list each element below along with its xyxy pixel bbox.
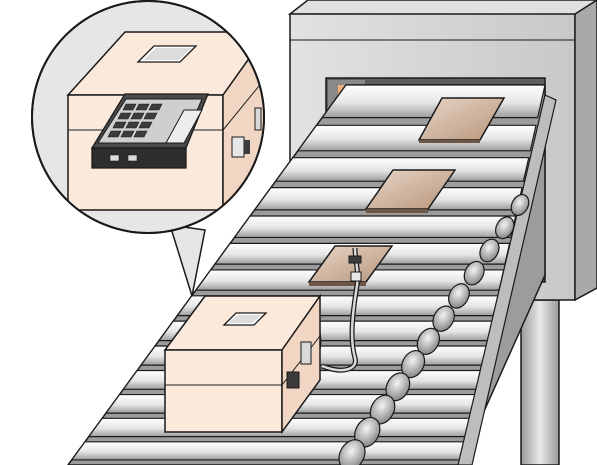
logger-port-right <box>128 155 137 161</box>
conveyor-slat <box>298 125 536 151</box>
logger-port-left <box>110 155 119 161</box>
magnified-callout <box>32 1 268 233</box>
conveyor-slat <box>234 216 515 237</box>
conveyor-slat <box>72 442 465 460</box>
oven-support-leg <box>521 300 559 465</box>
